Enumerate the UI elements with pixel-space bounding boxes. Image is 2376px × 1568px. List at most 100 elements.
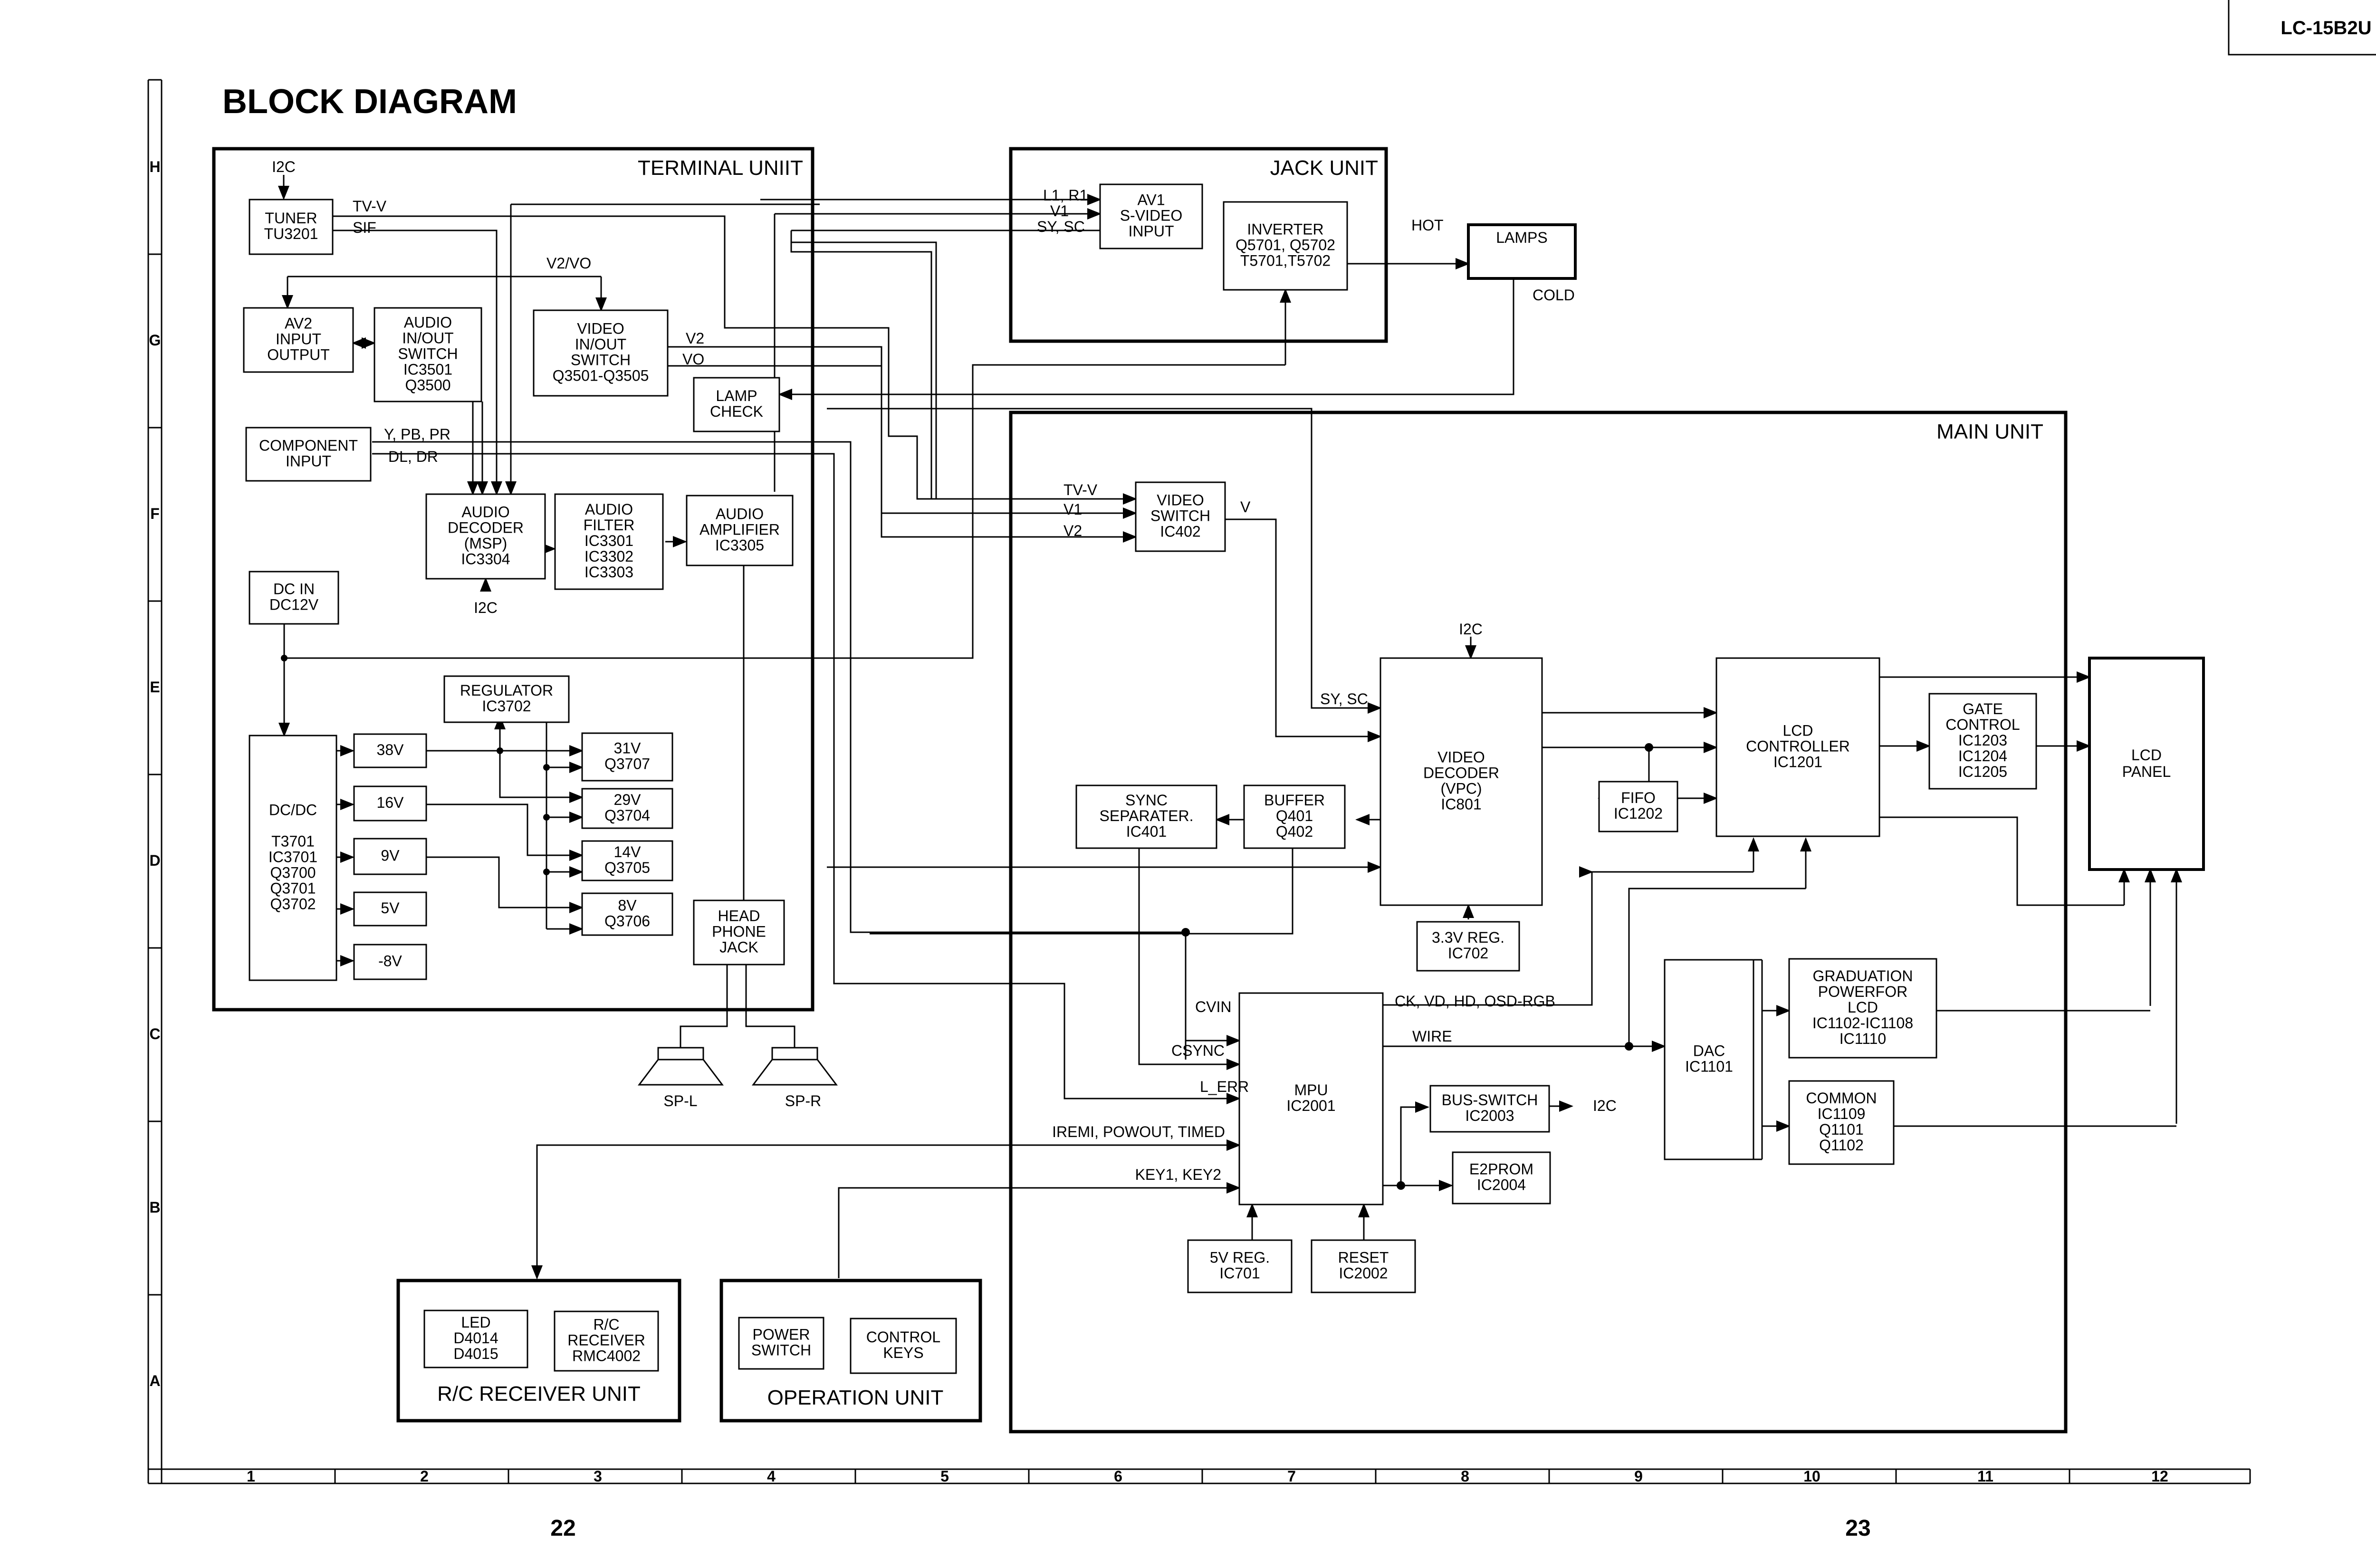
signal-label: I2C bbox=[1593, 1097, 1617, 1114]
audio-amp-label: IC3305 bbox=[715, 537, 764, 554]
grid-col-label: 9 bbox=[1634, 1468, 1643, 1485]
dcdc-label: T3701 bbox=[271, 833, 315, 850]
v5-block: 5V bbox=[353, 891, 427, 927]
dc-in-label: DC12V bbox=[269, 596, 319, 613]
grid-row-label: A bbox=[149, 1372, 160, 1389]
signal-label: CVIN bbox=[1195, 998, 1231, 1015]
led-label: D4015 bbox=[453, 1345, 498, 1362]
av2-label: AV2 bbox=[285, 315, 312, 332]
signal-label: Y, PB, PR bbox=[384, 426, 450, 443]
gate-control-label: GATE bbox=[1963, 700, 2003, 717]
dac-label: IC1101 bbox=[1685, 1058, 1733, 1075]
signal-label: SY, SC bbox=[1037, 218, 1085, 235]
signal-label: V2 bbox=[686, 330, 704, 347]
rc-receiver-unit-frame bbox=[396, 1279, 681, 1423]
grid-col-label: 12 bbox=[2151, 1468, 2168, 1485]
audio-filter-label: FILTER bbox=[584, 516, 635, 534]
rc-receiver-unit-label: R/C RECEIVER UNIT bbox=[437, 1382, 641, 1405]
headphone-label: PHONE bbox=[712, 923, 766, 940]
signal-label: I2C bbox=[474, 599, 498, 616]
signal-label: IREMI, POWOUT, TIMED bbox=[1052, 1123, 1225, 1140]
signal-label: TV-V bbox=[353, 198, 387, 215]
signal-label: I2C bbox=[1459, 621, 1483, 638]
grid-col-label: 11 bbox=[1977, 1468, 1993, 1485]
r8-label: Q3706 bbox=[604, 913, 650, 930]
grid-frame bbox=[147, 79, 2251, 1484]
lamps-label: LAMPS bbox=[1496, 229, 1547, 246]
signal-label: CSYNC bbox=[1171, 1042, 1225, 1059]
signal-label: L_ERR bbox=[1200, 1078, 1249, 1095]
dcdc-label: Q3701 bbox=[270, 880, 316, 897]
audio-switch-label: IC3501 bbox=[403, 361, 452, 378]
rc-receiver-label: R/C bbox=[593, 1316, 619, 1333]
av1-label: INPUT bbox=[1129, 223, 1174, 240]
signal-label: COLD bbox=[1533, 287, 1575, 304]
grid-col-label: 7 bbox=[1287, 1468, 1296, 1485]
speaker-right-icon bbox=[751, 1047, 838, 1086]
grid-col-label: 10 bbox=[1803, 1468, 1820, 1485]
page-number-right: 23 bbox=[1845, 1516, 1870, 1541]
sync-sep-label: SYNC bbox=[1125, 792, 1168, 809]
signal-wires bbox=[278, 175, 2182, 1280]
dcdc-label: Q3702 bbox=[270, 896, 316, 913]
fifo-label: FIFO bbox=[1621, 789, 1656, 806]
tuner-label: TUNER bbox=[265, 210, 317, 227]
lcd-panel-label: PANEL bbox=[2122, 763, 2171, 780]
grid-col-label: 8 bbox=[1461, 1468, 1469, 1485]
audio-filter-label: AUDIO bbox=[585, 501, 633, 518]
rc-receiver-label: RMC4002 bbox=[572, 1348, 641, 1365]
av2-label: INPUT bbox=[276, 331, 321, 348]
grid-col-label: 1 bbox=[247, 1468, 255, 1485]
power-switch-label: POWER bbox=[753, 1326, 810, 1343]
power-switch-label: SWITCH bbox=[751, 1342, 811, 1359]
operation-unit-frame bbox=[719, 1279, 982, 1423]
grid-row-labels: H G F E D C B A bbox=[149, 158, 161, 1389]
audio-decoder-label: (MSP) bbox=[464, 535, 508, 552]
control-keys-label: CONTROL bbox=[866, 1329, 940, 1346]
operation-unit-label: OPERATION UNIT bbox=[767, 1386, 944, 1409]
v38-label: 38V bbox=[377, 741, 404, 758]
grid-row-label: B bbox=[149, 1199, 160, 1216]
signal-label: WIRE bbox=[1412, 1028, 1452, 1045]
r29-label: 29V bbox=[614, 791, 642, 808]
dcdc-label: IC3701 bbox=[268, 849, 317, 866]
reg5-label: IC701 bbox=[1219, 1265, 1260, 1282]
signal-label: V1 bbox=[1050, 202, 1069, 220]
vm8-block: -8V bbox=[353, 944, 427, 980]
control-keys-label: KEYS bbox=[883, 1344, 923, 1361]
audio-amp-label: AMPLIFIER bbox=[699, 521, 780, 538]
sync-sep-label: IC401 bbox=[1126, 823, 1167, 840]
dc-in-label: DC IN bbox=[273, 581, 315, 598]
model-tag-frame bbox=[2228, 0, 2376, 56]
signal-label: V1 bbox=[1063, 501, 1082, 518]
video-switch-label: IC402 bbox=[1160, 523, 1200, 540]
grid-row-label: G bbox=[149, 332, 161, 349]
component-label: INPUT bbox=[286, 453, 331, 470]
video-decoder-label: IC801 bbox=[1441, 796, 1481, 813]
grid-row-label: D bbox=[149, 852, 160, 869]
jack-unit-frame bbox=[1009, 147, 1388, 343]
video-switch-io-label: VIDEO bbox=[577, 320, 624, 337]
common-label: Q1101 bbox=[1819, 1121, 1864, 1138]
grid-row-label: F bbox=[150, 505, 160, 522]
r8-label: 8V bbox=[618, 897, 637, 914]
audio-filter-label: IC3301 bbox=[584, 532, 633, 549]
audio-switch-label: Q3500 bbox=[405, 377, 450, 394]
regulator-label: IC3702 bbox=[482, 698, 531, 715]
grid-col-label: 2 bbox=[420, 1468, 429, 1485]
audio-decoder-label: IC3304 bbox=[461, 551, 510, 568]
signal-label: DL, DR bbox=[388, 448, 438, 465]
r31-label: Q3707 bbox=[604, 755, 650, 773]
gate-control-label: CONTROL bbox=[1945, 716, 2020, 733]
signal-label: V2/VO bbox=[546, 255, 591, 272]
